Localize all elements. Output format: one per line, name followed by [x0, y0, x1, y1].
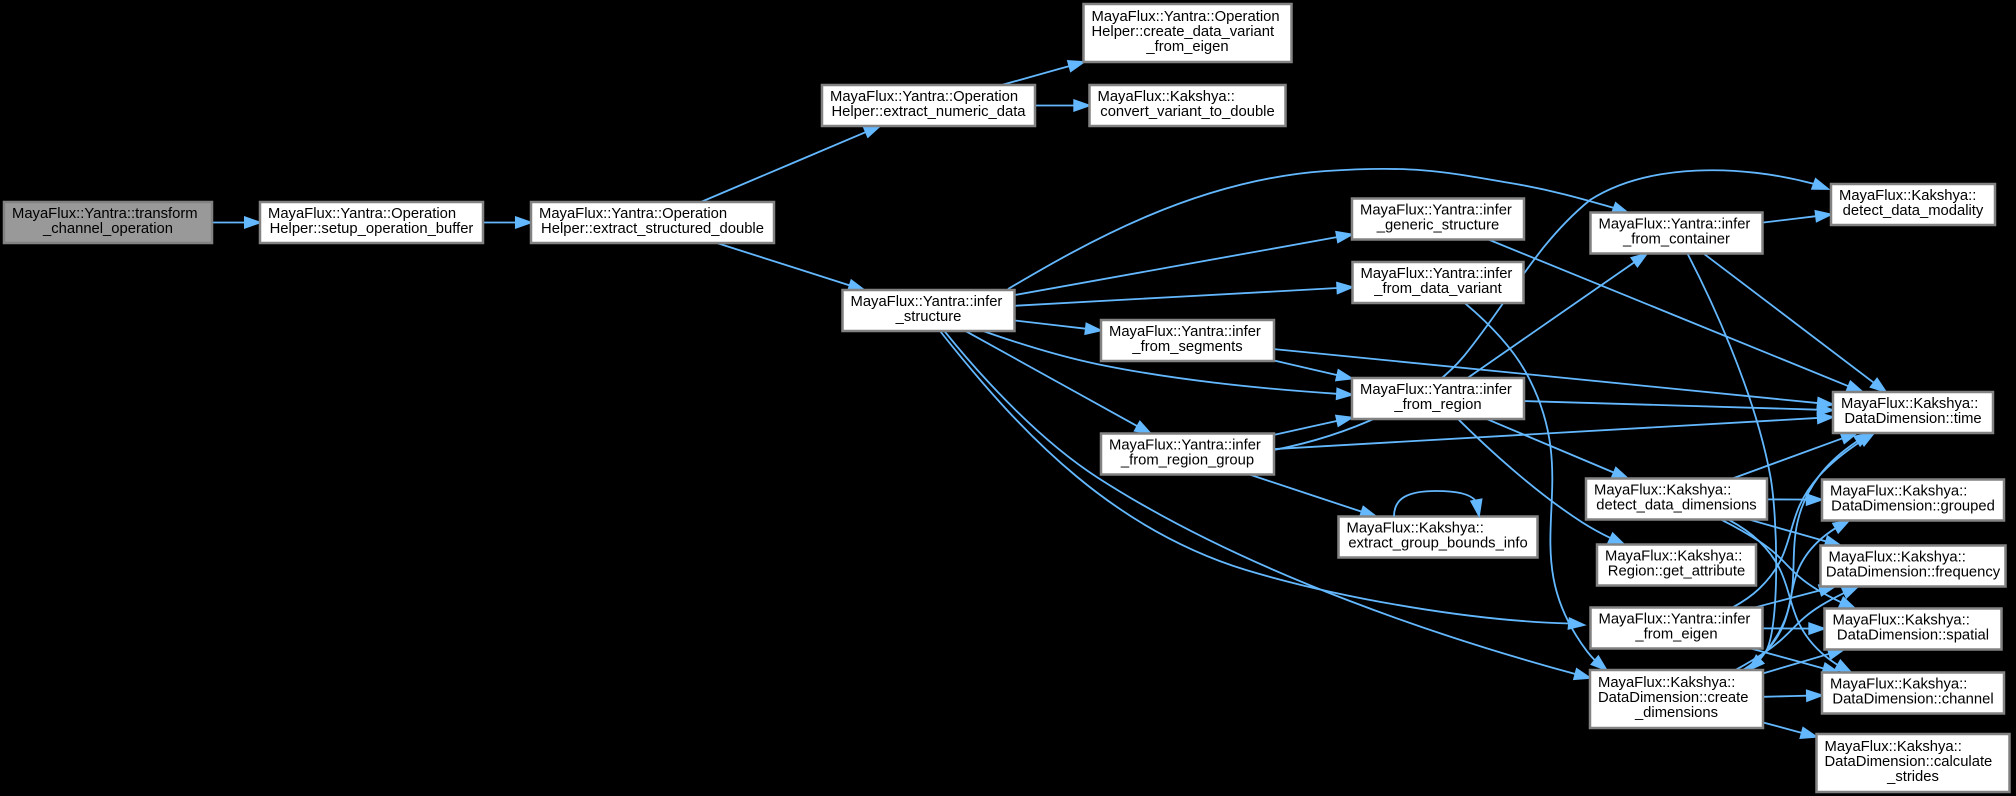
svg-text:MayaFlux::Kakshya::: MayaFlux::Kakshya:: [1347, 521, 1484, 537]
svg-text:MayaFlux::Kakshya::: MayaFlux::Kakshya:: [1825, 739, 1962, 755]
svg-text:convert_variant_to_double: convert_variant_to_double [1100, 104, 1274, 120]
svg-text:_from_container: _from_container [1622, 232, 1730, 248]
svg-text:_generic_structure: _generic_structure [1376, 218, 1500, 234]
svg-text:MayaFlux::Kakshya::: MayaFlux::Kakshya:: [1830, 484, 1967, 500]
svg-text:detect_data_modality: detect_data_modality [1843, 203, 1984, 219]
svg-text:Region::get_attribute: Region::get_attribute [1608, 564, 1745, 580]
svg-text:MayaFlux::Kakshya::: MayaFlux::Kakshya:: [1833, 613, 1970, 629]
svg-text:MayaFlux::Yantra::infer: MayaFlux::Yantra::infer [1360, 203, 1512, 219]
svg-text:DataDimension::frequency: DataDimension::frequency [1826, 565, 2001, 581]
svg-text:MayaFlux::Kakshya::: MayaFlux::Kakshya:: [1598, 675, 1735, 691]
svg-text:_from_region: _from_region [1393, 397, 1481, 413]
svg-text:MayaFlux::Kakshya::: MayaFlux::Kakshya:: [1605, 549, 1742, 565]
svg-text:DataDimension::calculate: DataDimension::calculate [1825, 754, 1993, 770]
svg-text:_from_region_group: _from_region_group [1120, 453, 1254, 469]
svg-text:Helper::setup_operation_buffer: Helper::setup_operation_buffer [270, 221, 474, 237]
svg-text:Helper::extract_structured_dou: Helper::extract_structured_double [541, 221, 764, 237]
svg-text:MayaFlux::Yantra::transform: MayaFlux::Yantra::transform [12, 206, 198, 222]
svg-text:_strides: _strides [1886, 769, 1939, 785]
svg-text:MayaFlux::Yantra::infer: MayaFlux::Yantra::infer [1361, 266, 1513, 282]
svg-text:MayaFlux::Kakshya::: MayaFlux::Kakshya:: [1830, 677, 1967, 693]
svg-text:DataDimension::create: DataDimension::create [1598, 690, 1749, 706]
svg-text:MayaFlux::Yantra::Operation: MayaFlux::Yantra::Operation [268, 206, 456, 222]
svg-text:MayaFlux::Yantra::Operation: MayaFlux::Yantra::Operation [1092, 9, 1280, 25]
svg-text:MayaFlux::Kakshya::: MayaFlux::Kakshya:: [1098, 89, 1235, 105]
svg-text:MayaFlux::Yantra::infer: MayaFlux::Yantra::infer [1599, 612, 1751, 628]
svg-text:_channel_operation: _channel_operation [42, 221, 173, 237]
svg-text:_from_data_variant: _from_data_variant [1373, 281, 1502, 297]
svg-text:DataDimension::grouped: DataDimension::grouped [1831, 499, 1995, 515]
svg-text:_from_eigen: _from_eigen [1145, 39, 1228, 55]
svg-text:_structure: _structure [895, 309, 962, 325]
svg-text:Helper::extract_numeric_data: Helper::extract_numeric_data [831, 104, 1026, 120]
svg-text:MayaFlux::Yantra::infer: MayaFlux::Yantra::infer [1109, 324, 1261, 340]
svg-text:Helper::create_data_variant: Helper::create_data_variant [1092, 24, 1275, 40]
svg-text:DataDimension::time: DataDimension::time [1844, 411, 1981, 427]
svg-text:MayaFlux::Yantra::infer: MayaFlux::Yantra::infer [851, 294, 1003, 310]
svg-text:extract_group_bounds_info: extract_group_bounds_info [1348, 536, 1527, 552]
svg-text:MayaFlux::Yantra::Operation: MayaFlux::Yantra::Operation [830, 89, 1018, 105]
svg-text:MayaFlux::Yantra::infer: MayaFlux::Yantra::infer [1360, 382, 1512, 398]
svg-text:_dimensions: _dimensions [1634, 705, 1718, 721]
svg-text:DataDimension::spatial: DataDimension::spatial [1837, 628, 1989, 644]
svg-text:MayaFlux::Kakshya::: MayaFlux::Kakshya:: [1594, 483, 1731, 499]
svg-text:detect_data_dimensions: detect_data_dimensions [1596, 498, 1756, 514]
svg-text:MayaFlux::Kakshya::: MayaFlux::Kakshya:: [1839, 188, 1976, 204]
svg-text:MayaFlux::Yantra::infer: MayaFlux::Yantra::infer [1599, 217, 1751, 233]
svg-text:MayaFlux::Kakshya::: MayaFlux::Kakshya:: [1829, 550, 1966, 566]
svg-text:MayaFlux::Kakshya::: MayaFlux::Kakshya:: [1841, 396, 1978, 412]
svg-text:_from_eigen: _from_eigen [1634, 627, 1717, 643]
svg-text:DataDimension::channel: DataDimension::channel [1832, 692, 1993, 708]
svg-text:_from_segments: _from_segments [1131, 339, 1242, 355]
svg-text:MayaFlux::Yantra::Operation: MayaFlux::Yantra::Operation [539, 206, 727, 222]
svg-text:MayaFlux::Yantra::infer: MayaFlux::Yantra::infer [1109, 438, 1261, 454]
